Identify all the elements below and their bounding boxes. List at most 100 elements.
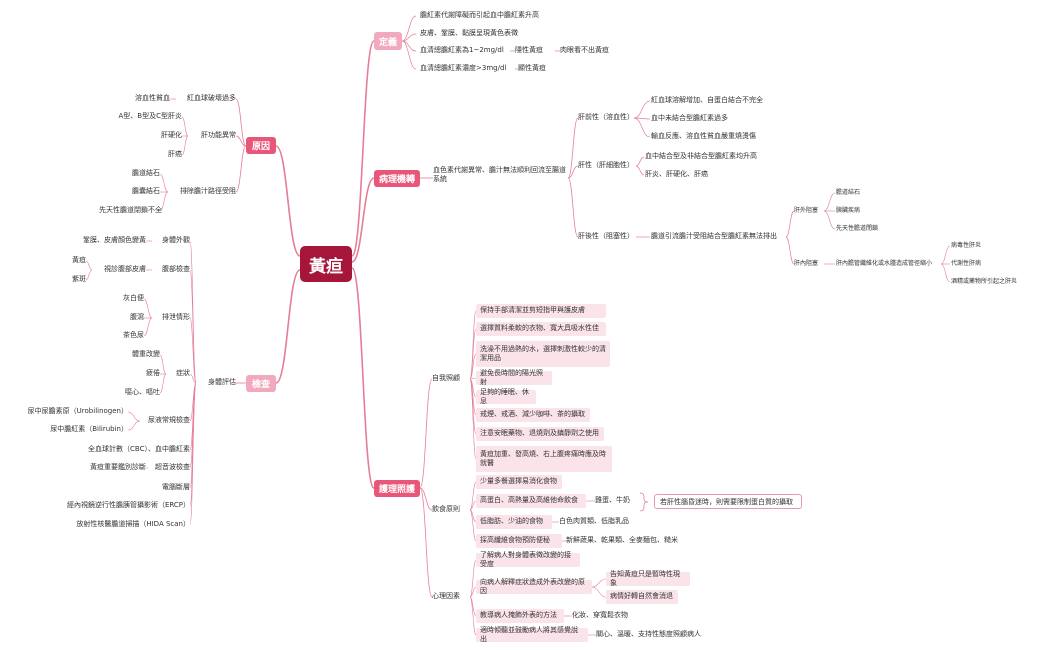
symptoms-check[interactable]: 症狀 <box>176 369 190 378</box>
hida-check[interactable]: 放射性核醫膽道掃描（HIDA Scan） <box>76 520 190 529</box>
connector <box>469 353 477 380</box>
connector <box>469 481 477 511</box>
assessment-branch[interactable]: 檢查 <box>246 375 276 392</box>
connector <box>351 177 375 263</box>
psych-item: 向病人解釋症狀造成外表改變的原因 <box>476 578 592 595</box>
appearance-item: 鞏膜、皮膚顏色變黃 <box>83 236 146 245</box>
definition-item: 皮膚、鞏膜、黏膜呈現黃色表徵 <box>420 29 518 38</box>
pathophysiology-branch[interactable]: 病理機轉 <box>374 170 420 187</box>
cbc-check[interactable]: 全血球計數（CBC）、血中膽紅素 <box>88 445 190 454</box>
urine-item: 尿中尿膽素原（Urobilinogen） <box>27 407 128 416</box>
prehepatic-item: 輸血反應、溶血性貧血嚴重燒燙傷 <box>651 132 756 141</box>
selfcare-item: 避免長時間的陽光照射 <box>476 369 552 386</box>
symptom-item: 噁心、嘔吐 <box>125 388 160 397</box>
cause-liver[interactable]: 肝功能異常 <box>201 131 236 140</box>
extrahepatic-node[interactable]: 肝外阻塞 <box>794 207 819 215</box>
intrahepatic-node[interactable]: 肝內阻塞 <box>794 260 819 268</box>
psych-example: 化妝、穿寬鬆衣物 <box>572 611 628 620</box>
connector <box>351 40 375 257</box>
ultrasound-check[interactable]: 超音波檢查 <box>155 463 190 472</box>
connector <box>189 373 197 384</box>
abdomen-item: 紫斑 <box>72 275 86 284</box>
connector <box>785 210 795 238</box>
connector <box>85 260 93 271</box>
connector <box>235 135 247 147</box>
connector <box>159 354 167 375</box>
prehepatic-node[interactable]: 肝前性（溶血性） <box>578 113 634 122</box>
abdomen-item: 黃疸 <box>72 256 86 265</box>
brace <box>639 492 649 512</box>
hepatic-node[interactable]: 肝性（肝細胞性） <box>578 161 634 170</box>
diet-item: 低脂肪、少油的食物 <box>476 515 552 529</box>
connector <box>940 263 951 283</box>
care-branch[interactable]: 護理照護 <box>374 480 420 497</box>
selfcare-node[interactable]: 自我照顧 <box>432 374 460 383</box>
excretion-item: 腹瀉 <box>130 313 144 322</box>
connector <box>469 328 477 380</box>
extrahepatic-item: 先天性膽道閉鎖 <box>836 225 879 233</box>
extrahepatic-item: 胰臟疾病 <box>836 207 861 215</box>
connector <box>127 420 141 431</box>
root-topic[interactable]: 黃疸 <box>300 246 352 282</box>
intrahepatic-item: 代謝性肝病 <box>951 260 982 268</box>
connector <box>785 236 795 265</box>
selfcare-item: 注意安眠藥物、退燒劑及鎮靜劑之使用 <box>476 427 604 441</box>
diet-note: 若肝性腦昏迷時，則需要限制蛋白質的攝取 <box>654 494 802 509</box>
abdomen-sub: 視診腹部皮膚 <box>104 265 146 274</box>
prehepatic-item: 紅血球溶解增加、自蛋白結合不完全 <box>651 96 763 105</box>
excretion-check[interactable]: 排泄情形 <box>162 313 190 322</box>
connector <box>401 15 417 42</box>
connector <box>469 596 477 636</box>
definition-item: 膽紅素代謝障礙而引起血中膽紅素升高 <box>420 11 539 20</box>
causes-branch[interactable]: 原因 <box>246 137 276 154</box>
ct-check[interactable]: 電腦斷層 <box>162 483 190 492</box>
appearance-check[interactable]: 身體外觀 <box>162 236 190 245</box>
definition-item: 血清總膽紅素濃度>3mg/dl <box>420 64 507 73</box>
posthepatic-node[interactable]: 肝後性（阻塞性） <box>578 232 634 241</box>
selfcare-item: 保持手部清潔並剪短指甲與護皮膚 <box>476 304 606 318</box>
selfcare-item: 選擇質料柔軟的衣物、寬大具吸水性佳 <box>476 322 606 336</box>
connector <box>189 382 197 469</box>
selfcare-item: 洗澡不用過熱的水，選擇刺激性較少的清潔用品 <box>476 341 610 367</box>
cause-bile[interactable]: 排除膽汁路徑受阻 <box>180 187 236 196</box>
definition-item: 血清總膽紅素為1~2mg/dl <box>420 46 504 55</box>
psych-item: 適時傾聽並鼓勵病人將其感覺說出 <box>476 626 588 643</box>
connector <box>635 156 645 167</box>
connector <box>235 145 247 193</box>
connector <box>419 487 433 598</box>
connector <box>181 135 189 156</box>
connector <box>591 578 607 588</box>
urine-check[interactable]: 尿液常規檢查 <box>148 416 190 425</box>
connector <box>591 586 607 598</box>
cause-rbc[interactable]: 紅血球破壞過多 <box>187 94 236 103</box>
psych-example: 關心、溫暖、支持性態度照顧病人 <box>596 630 701 639</box>
definition-branch[interactable]: 定義 <box>374 32 402 50</box>
psych-node[interactable]: 心理因素 <box>432 592 460 601</box>
diet-example: 白色肉質類、低脂乳品 <box>559 517 629 526</box>
intrahepatic-item: 酒精或藥物所引起之肝炎 <box>951 278 1018 286</box>
connector <box>823 192 836 212</box>
psych-subitem: 告知黃疸只是暫時性現象 <box>606 570 690 587</box>
psych-item: 了解病人對身體表徵改變的接受度 <box>476 551 580 568</box>
abdomen-check[interactable]: 腹部檢查 <box>162 265 190 274</box>
ercp-check[interactable]: 經內視鏡逆行性膽胰管攝影術（ERCP） <box>66 501 190 510</box>
diet-node[interactable]: 飲食原則 <box>432 505 460 514</box>
connector <box>469 559 477 598</box>
diet-item: 採高纖維食物預防便秘 <box>476 534 562 548</box>
intrahepatic-item: 病毒性肝炎 <box>951 242 982 250</box>
connector <box>275 269 301 384</box>
definition-item: 顯性黃疸 <box>518 64 546 73</box>
cause-liver-item: A型、B型及C型肝炎 <box>118 112 182 121</box>
connector <box>633 117 651 138</box>
body-assessment[interactable]: 身體評估 <box>208 378 236 387</box>
extrahepatic-item: 膽道結石 <box>836 189 861 197</box>
connector <box>469 586 477 598</box>
connector <box>401 33 417 42</box>
cause-bile-item: 膽道結石 <box>132 169 160 178</box>
diet-example: 新鮮蔬果、乾果類、全麥麵包、糙米 <box>566 536 678 545</box>
posthepatic-desc: 膽道引流膽汁受阻結合型膽紅素無法排出 <box>651 232 777 241</box>
connector <box>469 509 477 542</box>
connector <box>189 240 197 384</box>
connector <box>567 177 579 238</box>
connector <box>823 210 836 230</box>
